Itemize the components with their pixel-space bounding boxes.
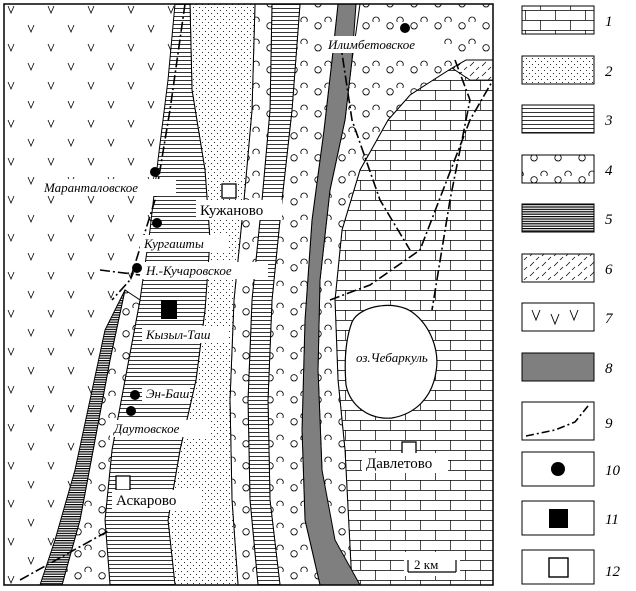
settlement-marker-askarovo	[115, 475, 131, 491]
deposit-label-marantalovskoe: Маранталовское	[43, 180, 138, 195]
legend-num-9: 9	[605, 416, 613, 432]
label-bg	[110, 420, 210, 437]
map-panel: Маранталовское Кужаново Кургашты Н.-Куча…	[3, 3, 494, 586]
legend-swatch-3	[521, 104, 595, 134]
legend-num-11: 11	[605, 512, 619, 528]
deposit-marker-kurgashty	[152, 218, 162, 228]
legend-swatch-10	[521, 451, 595, 487]
lake-label: оз.Чебаркуль	[356, 350, 428, 365]
lake-chebarkul	[344, 304, 438, 419]
deposit-marker-ilimbetovskoe	[400, 23, 410, 33]
legend-swatch-2	[521, 55, 595, 85]
legend-swatch-8	[521, 352, 595, 382]
settlement-marker-kuzhanovo	[221, 183, 237, 199]
settlement-label-davletovo: Давлетово	[366, 456, 432, 472]
label-bg	[142, 262, 268, 279]
deposit-marker-dautovskoe	[126, 406, 136, 416]
legend-filled-square	[549, 509, 568, 528]
legend-open-square	[548, 557, 569, 578]
legend-num-3: 3	[604, 113, 613, 129]
deposit-marker-kyzyl-tash	[161, 300, 177, 319]
deposit-marker-en-bash	[130, 390, 140, 400]
legend-swatch-4	[521, 154, 595, 184]
scale-label: 2 км	[414, 557, 438, 572]
fault-line-short	[99, 269, 141, 276]
legend-num-7: 7	[605, 311, 614, 327]
deposit-label-en-bash: Эн-Баш	[146, 386, 189, 401]
deposit-marker-marantalovskoe	[150, 167, 160, 177]
legend-num-1: 1	[605, 14, 613, 30]
deposit-label-n-kucharovskoe: Н.-Кучаровское	[145, 263, 232, 278]
label-bg	[362, 453, 448, 473]
scale-bar: 2 км	[404, 552, 460, 576]
legend-num-10: 10	[605, 463, 621, 479]
fault-line-east	[329, 79, 494, 301]
deposit-label-kyzyl-tash: Кызыл-Таш	[145, 327, 211, 342]
legend: 1 2 3 4 5 6 7 8 9 10 11	[521, 5, 621, 585]
legend-swatch-5	[521, 203, 595, 233]
legend-num-6: 6	[605, 262, 613, 278]
label-bg	[140, 235, 228, 252]
legend-num-5: 5	[605, 212, 613, 228]
fault-line-north	[339, 39, 411, 251]
fault-line-northeast	[431, 59, 471, 311]
fault-line-west	[111, 3, 186, 301]
map-frame	[3, 3, 494, 586]
legend-num-8: 8	[605, 361, 613, 377]
legend-num-4: 4	[605, 163, 613, 179]
label-bg	[142, 326, 228, 343]
label-bg	[112, 490, 200, 510]
label-bg	[40, 179, 176, 196]
deposit-label-kurgashty: Кургашты	[143, 236, 204, 251]
legend-swatch-1	[521, 5, 595, 35]
label-bg	[324, 36, 444, 53]
deposit-label-ilimbetovskoe: Илимбетовское	[327, 37, 415, 52]
deposit-marker-n-kucharovskoe	[132, 263, 142, 273]
fault-line-southwest	[19, 529, 111, 581]
legend-v-marks	[531, 309, 579, 326]
legend-swatch-9	[521, 401, 595, 441]
label-bg	[196, 200, 282, 220]
legend-num-2: 2	[605, 64, 613, 80]
label-bg	[142, 385, 190, 402]
legend-swatch-6	[521, 253, 595, 283]
settlement-label-kuzhanovo: Кужаново	[200, 203, 263, 219]
legend-filled-circle	[551, 462, 565, 476]
settlement-label-askarovo: Аскарово	[116, 493, 176, 509]
legend-num-12: 12	[605, 564, 621, 580]
deposit-label-dautovskoe: Даутовское	[112, 421, 180, 436]
